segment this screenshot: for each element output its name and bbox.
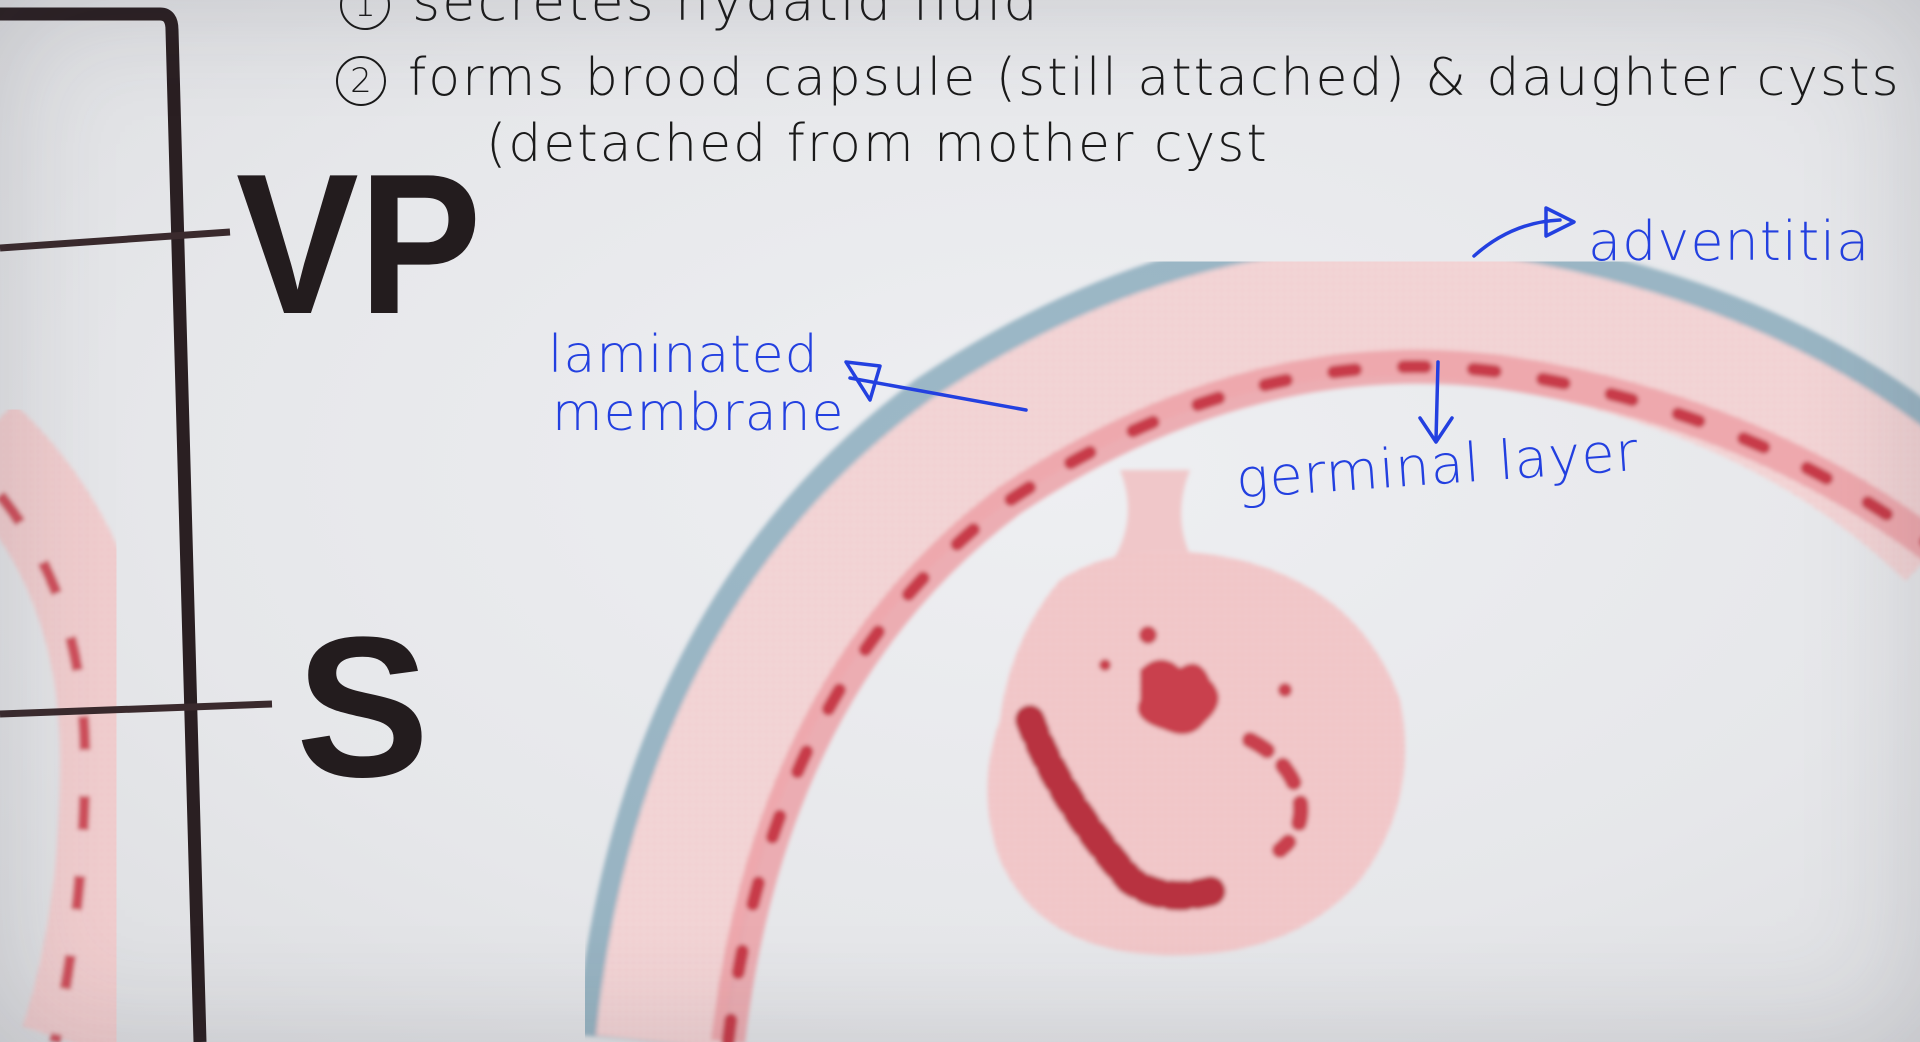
note-text-2: forms brood capsule (still attached) & d…	[408, 48, 1901, 108]
label-laminated-2: membrane	[552, 384, 845, 442]
germinal-arrow	[1436, 362, 1438, 440]
note-line-3: (detached from mother cyst	[486, 114, 1269, 174]
label-s: S	[296, 608, 429, 808]
label-vp: VP	[236, 145, 481, 345]
note-line-1: 1 secretes hydatid fluid	[340, 0, 1040, 32]
note-number-2: 2	[336, 56, 386, 106]
note-number-1: 1	[340, 0, 390, 30]
label-adventitia: adventitia	[1588, 212, 1870, 272]
label-laminated-1: laminated	[548, 326, 819, 384]
left-cyst-arc	[0, 440, 110, 1042]
note-line-2: 2 forms brood capsule (still attached) & …	[336, 48, 1901, 108]
note-text-1: secretes hydatid fluid	[412, 0, 1040, 33]
brood-capsule	[988, 470, 1406, 955]
